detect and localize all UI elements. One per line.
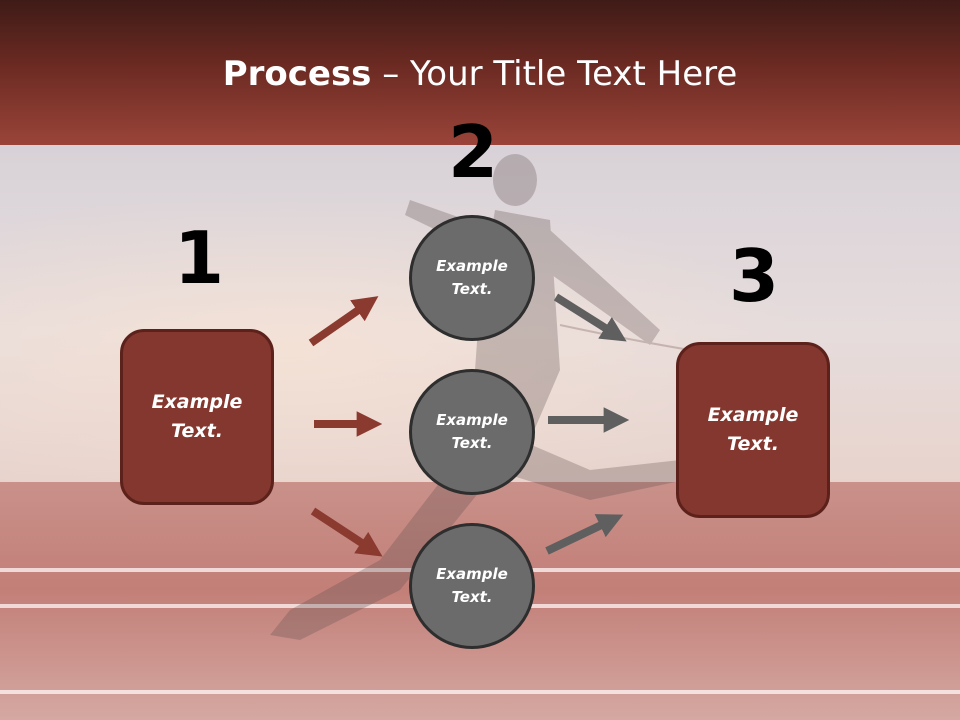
step-number-3: 3 bbox=[728, 234, 780, 318]
process-circle-top[interactable]: Example Text. bbox=[409, 215, 535, 341]
process-box-right[interactable]: Example Text. bbox=[676, 342, 830, 518]
process-box-left-text: Example Text. bbox=[151, 391, 243, 442]
process-box-left[interactable]: Example Text. bbox=[120, 329, 274, 505]
step-number-1: 1 bbox=[173, 216, 225, 300]
slide-title-bold: Process bbox=[222, 54, 372, 94]
process-circle-middle[interactable]: Example Text. bbox=[409, 369, 535, 495]
slide-title-rest: – Your Title Text Here bbox=[371, 54, 738, 94]
process-circle-bottom-text: Example Text. bbox=[436, 565, 508, 606]
title-bar: Process – Your Title Text Here bbox=[0, 0, 960, 145]
process-circle-top-text: Example Text. bbox=[436, 257, 508, 298]
track-lane-line bbox=[0, 690, 960, 694]
process-circle-middle-text: Example Text. bbox=[436, 411, 508, 452]
slide-title: Process – Your Title Text Here bbox=[0, 52, 960, 96]
step-number-2: 2 bbox=[447, 110, 499, 194]
process-circle-bottom[interactable]: Example Text. bbox=[409, 523, 535, 649]
process-box-right-text: Example Text. bbox=[707, 404, 799, 455]
